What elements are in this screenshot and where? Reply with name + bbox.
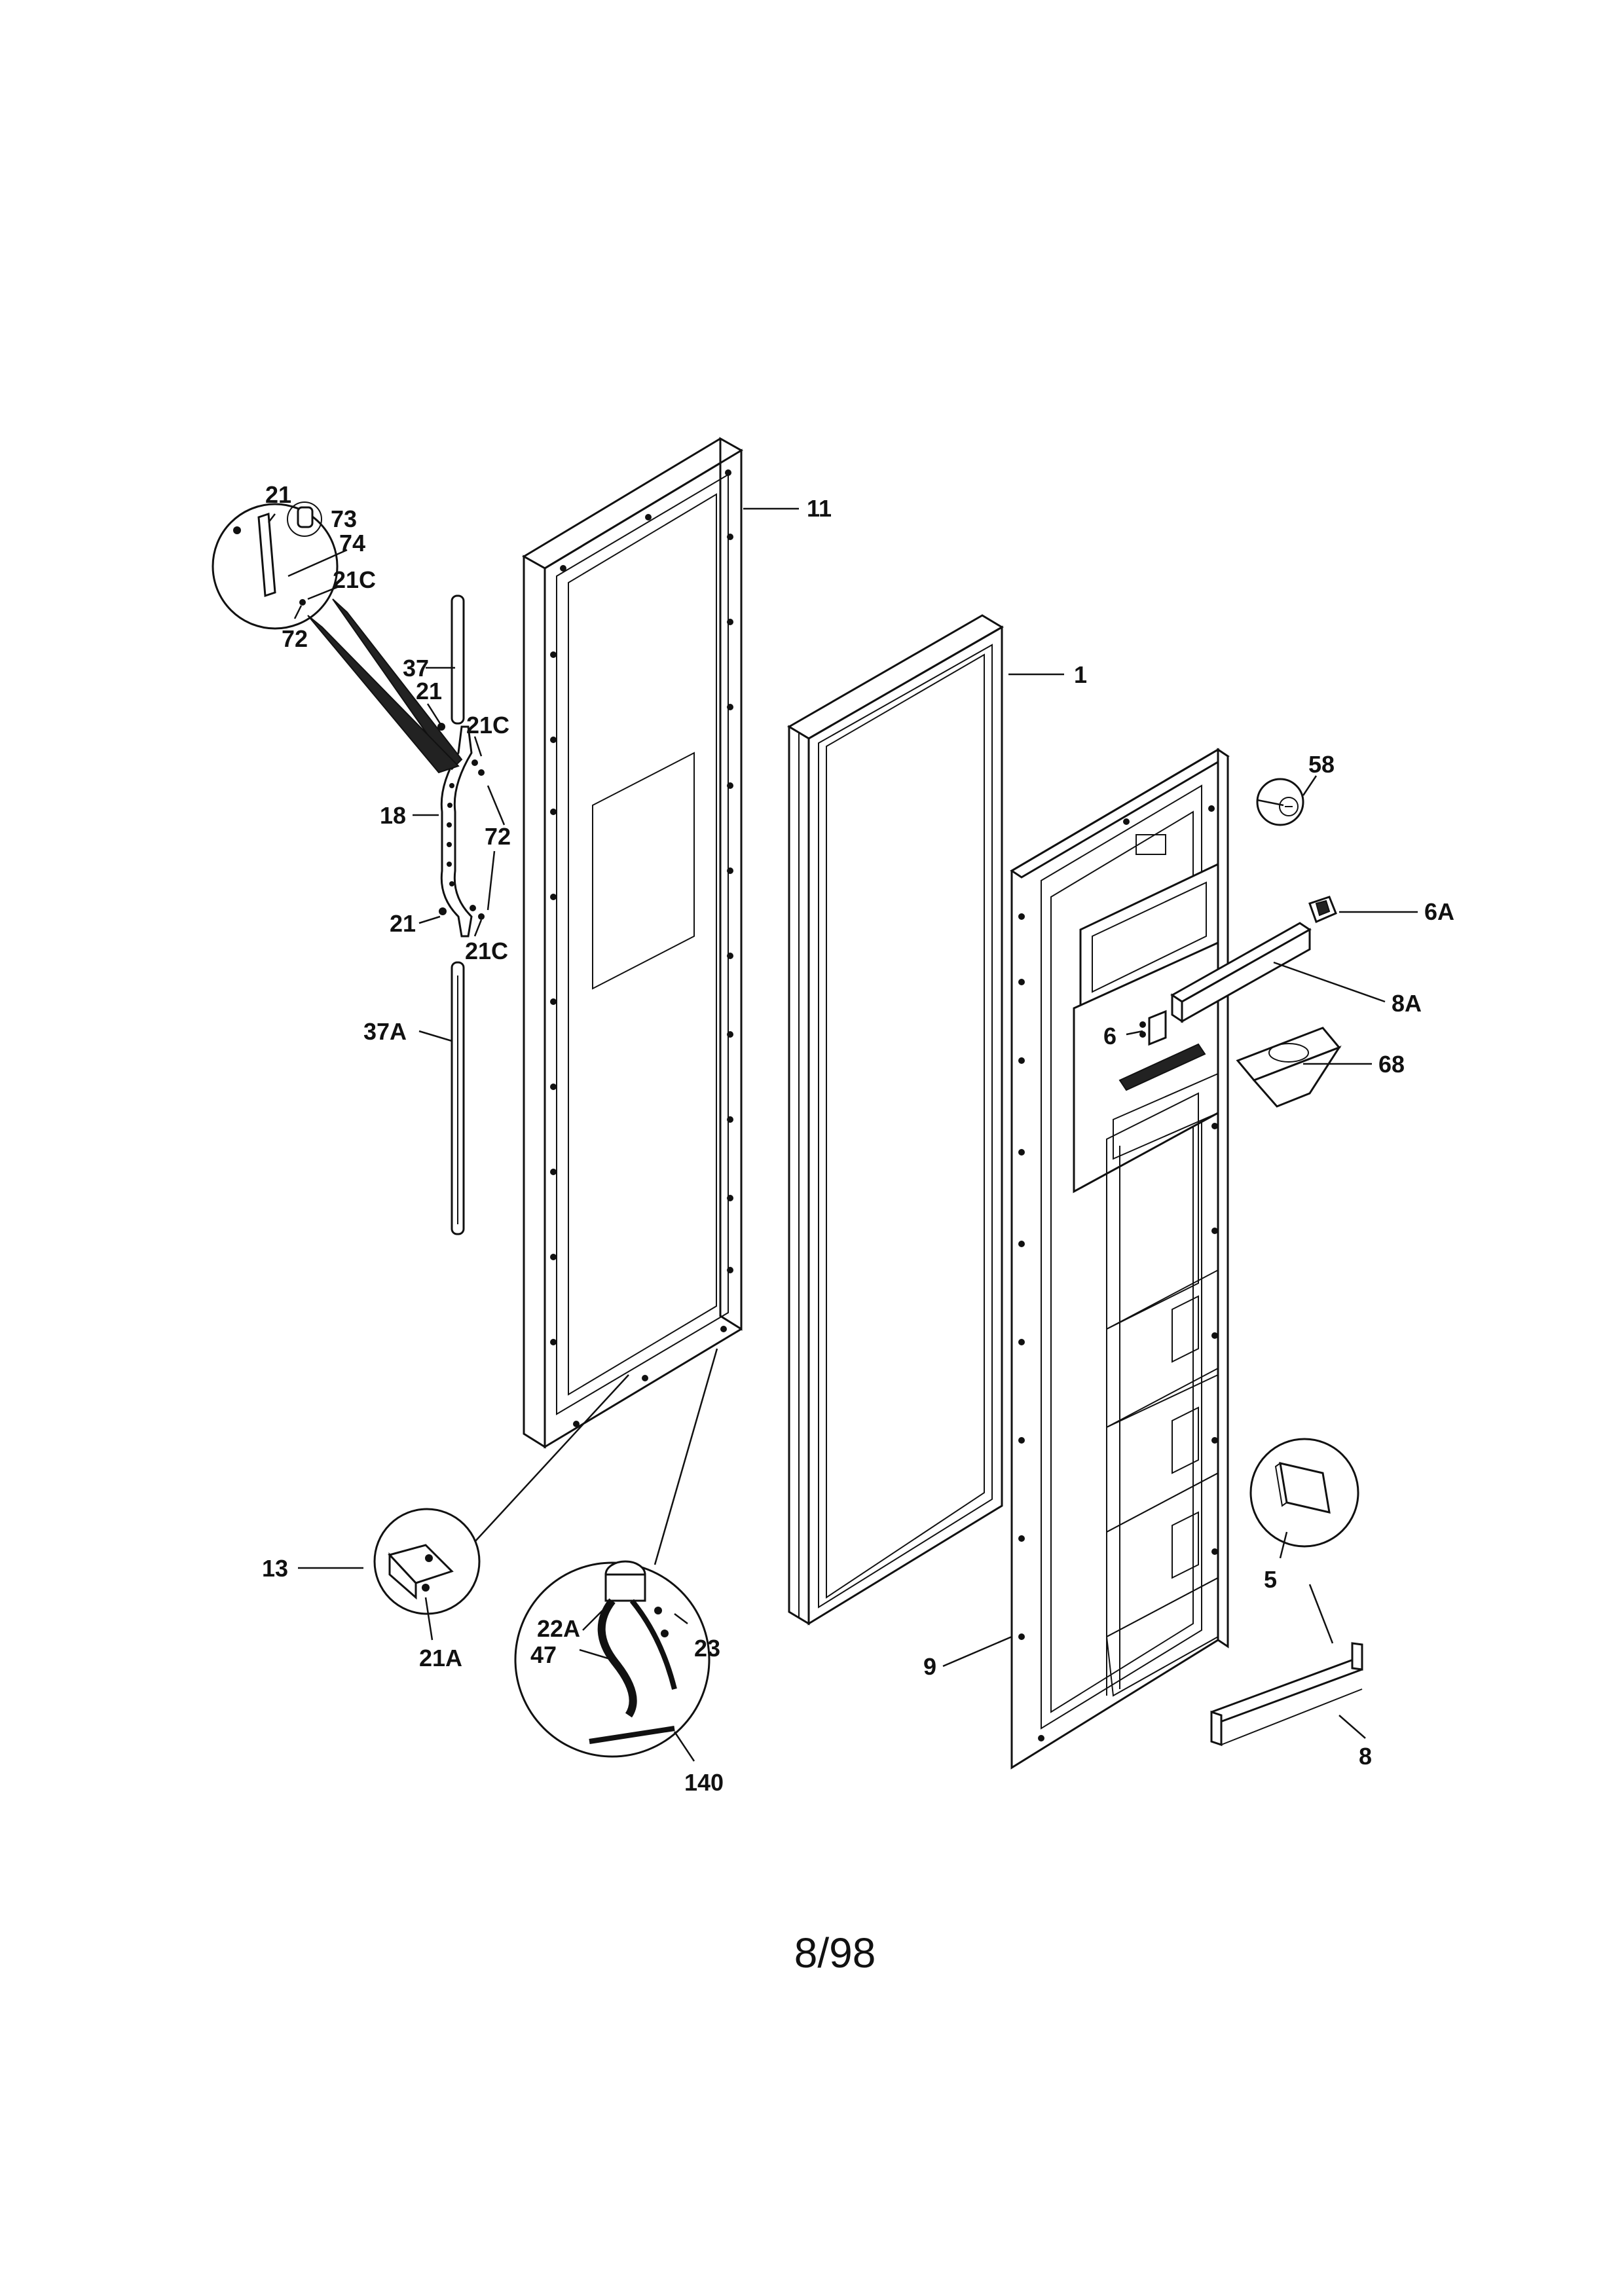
label-21-mid: 21 [416,678,442,704]
label-6A: 6A [1424,898,1454,925]
liner-screw-holes [1018,805,1218,1741]
label-5: 5 [1264,1566,1277,1593]
label-21-low: 21 [390,910,416,937]
paddle-68 [1236,1027,1342,1108]
label-37: 37 [403,655,429,682]
label-37A: 37A [363,1018,407,1045]
door-outer-panel-11 [522,437,743,1449]
bar-8 [1210,1642,1363,1747]
detail-label-21C: 21C [333,566,376,593]
door-liner-9 [1010,748,1230,1770]
page-number: 8/98 [794,1929,876,1977]
door-screw-holes [550,469,733,1427]
part-labels: 11 1 58 6A 8A 6 68 9 5 8 13 21A 22A 47 2… [262,481,1454,1796]
detail-label-21: 21 [265,481,291,508]
label-13: 13 [262,1555,288,1582]
label-21A: 21A [419,1645,462,1671]
label-18: 18 [380,802,406,829]
trim-37A [451,961,465,1235]
label-1: 1 [1074,661,1087,688]
screw-58 [1256,778,1304,826]
handle-18 [437,723,485,938]
label-21C-low: 21C [465,938,508,964]
door-gasket-1 [787,614,1004,1626]
clip-5-detail [1249,1438,1359,1548]
label-8A: 8A [1392,990,1422,1017]
label-68: 68 [1378,1051,1405,1078]
label-6: 6 [1103,1023,1116,1049]
label-8: 8 [1359,1743,1372,1770]
wiring-harness-detail [514,1560,710,1758]
detail-label-72: 72 [282,625,308,652]
label-22A: 22A [537,1615,580,1642]
label-9: 9 [923,1653,936,1680]
clip-6A [1308,896,1337,924]
detail-label-74: 74 [339,530,365,556]
detail-label-73: 73 [331,505,357,532]
label-47: 47 [530,1641,557,1668]
label-58: 58 [1308,751,1335,778]
label-140: 140 [684,1769,724,1796]
hinge-detail-circle [212,501,463,774]
trim-37 [451,594,465,725]
label-21C-top: 21C [466,712,509,738]
label-23: 23 [694,1635,720,1662]
label-11: 11 [807,495,832,522]
leader-lines [268,507,1418,1762]
label-72-mid: 72 [485,823,511,850]
bracket-6 [1139,1010,1167,1046]
rail-8A [1170,922,1312,1023]
hinge-bracket-13-detail [373,1508,481,1615]
